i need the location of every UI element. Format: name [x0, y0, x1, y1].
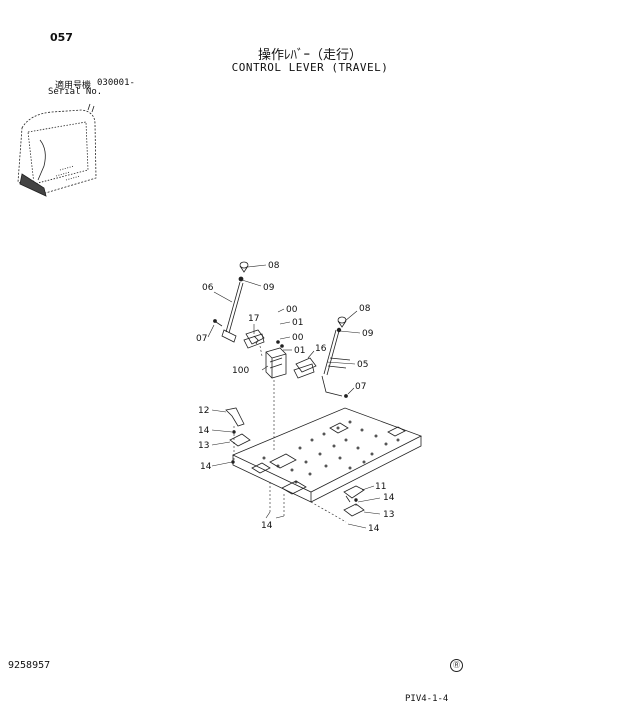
- callout-00-first: 00: [286, 305, 298, 315]
- callout-00-second: 00: [292, 333, 304, 343]
- callout-12: 12: [198, 406, 209, 416]
- serial-label-japanese: 適用号機: [55, 81, 92, 91]
- assembly-guide-lines: [233, 345, 357, 523]
- callout-01-second: 01: [294, 346, 305, 356]
- callout-100: 100: [232, 366, 249, 376]
- left-pedal-assembly: [225, 407, 251, 464]
- callout-14-left-lower: 14: [200, 462, 212, 472]
- page-number: 057: [50, 31, 73, 44]
- callout-07-left: 07: [196, 334, 207, 344]
- callout-05: 05: [357, 360, 368, 370]
- circle-mark: Ⓡ: [450, 659, 463, 672]
- callout-14-bottom: 14: [261, 521, 273, 531]
- callout-13-left: 13: [198, 441, 209, 451]
- left-travel-lever: [213, 261, 249, 343]
- callout-09-upper-right: 09: [362, 329, 374, 339]
- callout-08-upper-right: 08: [359, 304, 371, 314]
- callout-14-right-lower: 14: [368, 524, 380, 534]
- callout-07-right: 07: [355, 382, 366, 392]
- page-title: CONTROL LEVER (TRAVEL): [231, 61, 389, 74]
- cab-thumbnail: [17, 103, 97, 197]
- serial-label: Serial No.: [48, 87, 103, 97]
- document-number: 9258957: [8, 660, 51, 671]
- leader-lines: [207, 264, 381, 529]
- callout-17: 17: [248, 314, 259, 324]
- floor-plate: [232, 407, 422, 503]
- right-pedal-assembly: [343, 485, 365, 517]
- callout-14-left-upper: 14: [198, 426, 210, 436]
- right-travel-lever: [321, 316, 351, 398]
- callout-06: 06: [202, 283, 214, 293]
- callout-13-right: 13: [383, 510, 394, 520]
- callout-14-right-upper: 14: [383, 493, 395, 503]
- pedal-bracket-right: [293, 357, 317, 379]
- pilot-valve: [265, 340, 287, 379]
- page-title-japanese: 操作ﾚﾊﾞｰ（走行）: [257, 48, 362, 63]
- callout-16: 16: [315, 344, 327, 354]
- callout-09-upper-left: 09: [263, 283, 275, 293]
- callout-11: 11: [375, 482, 386, 492]
- serial-range: 030001-: [97, 78, 135, 88]
- callout-labels: 08 09 06 07 17 00 01 00 01 08 09 16 05 1…: [196, 261, 395, 534]
- callout-01-first: 01: [292, 318, 303, 328]
- page-code: PIV4-1-4: [405, 694, 449, 704]
- callout-08-upper-left: 08: [268, 261, 280, 271]
